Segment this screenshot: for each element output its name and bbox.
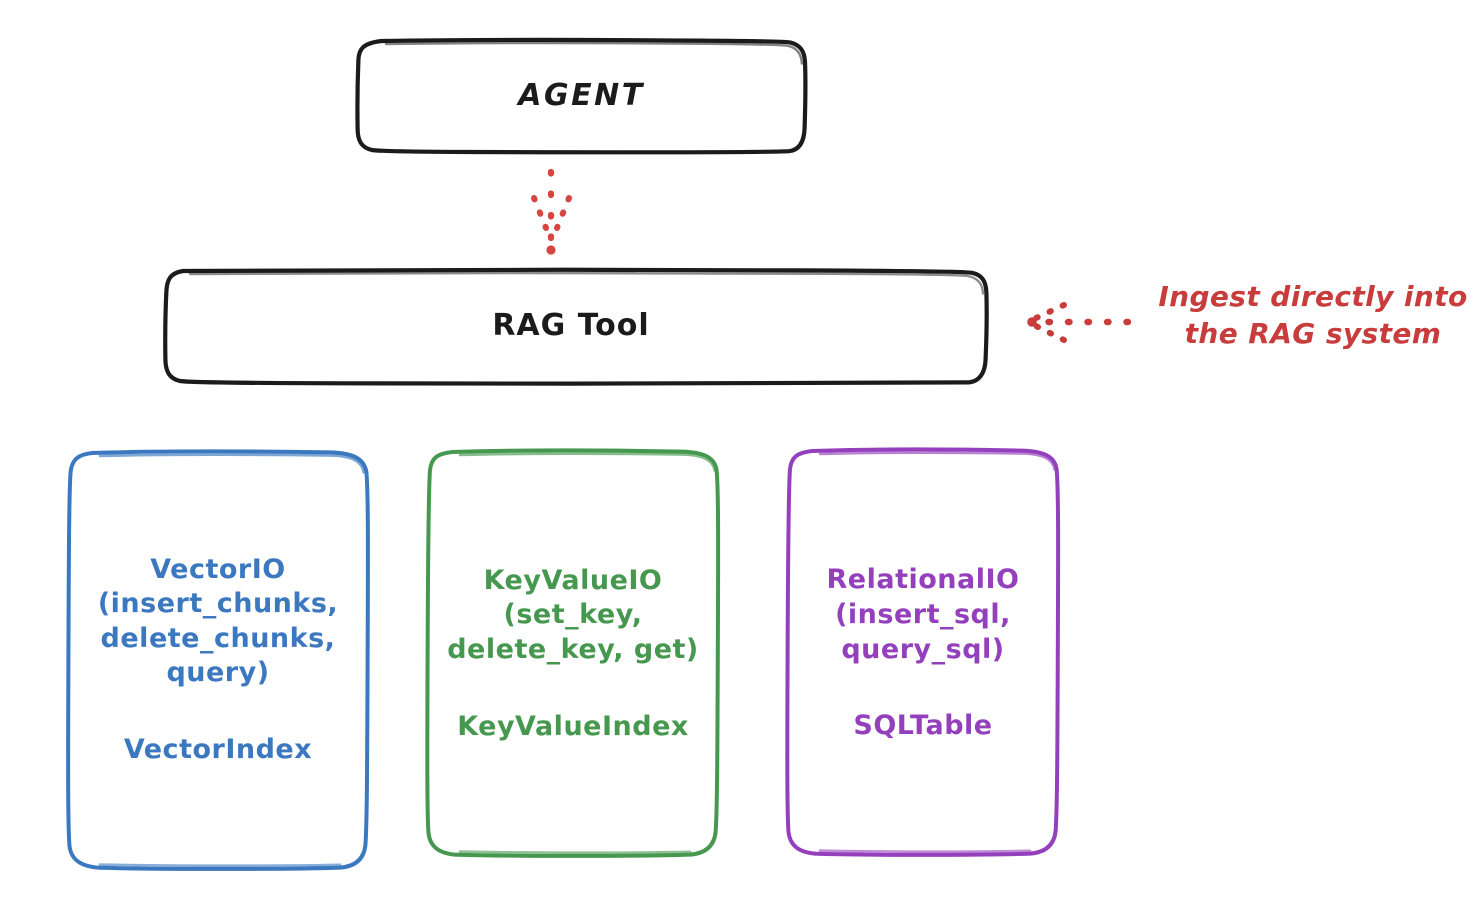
relational-io-box[interactable] <box>785 447 1061 857</box>
rag-tool-box[interactable] <box>163 267 989 386</box>
agent-to-rag-connector <box>531 168 572 255</box>
key-value-io-box[interactable] <box>425 448 721 858</box>
vector-io-box[interactable] <box>66 449 370 871</box>
ingest-to-rag-connector <box>1027 302 1132 343</box>
agent-box[interactable] <box>355 37 808 155</box>
